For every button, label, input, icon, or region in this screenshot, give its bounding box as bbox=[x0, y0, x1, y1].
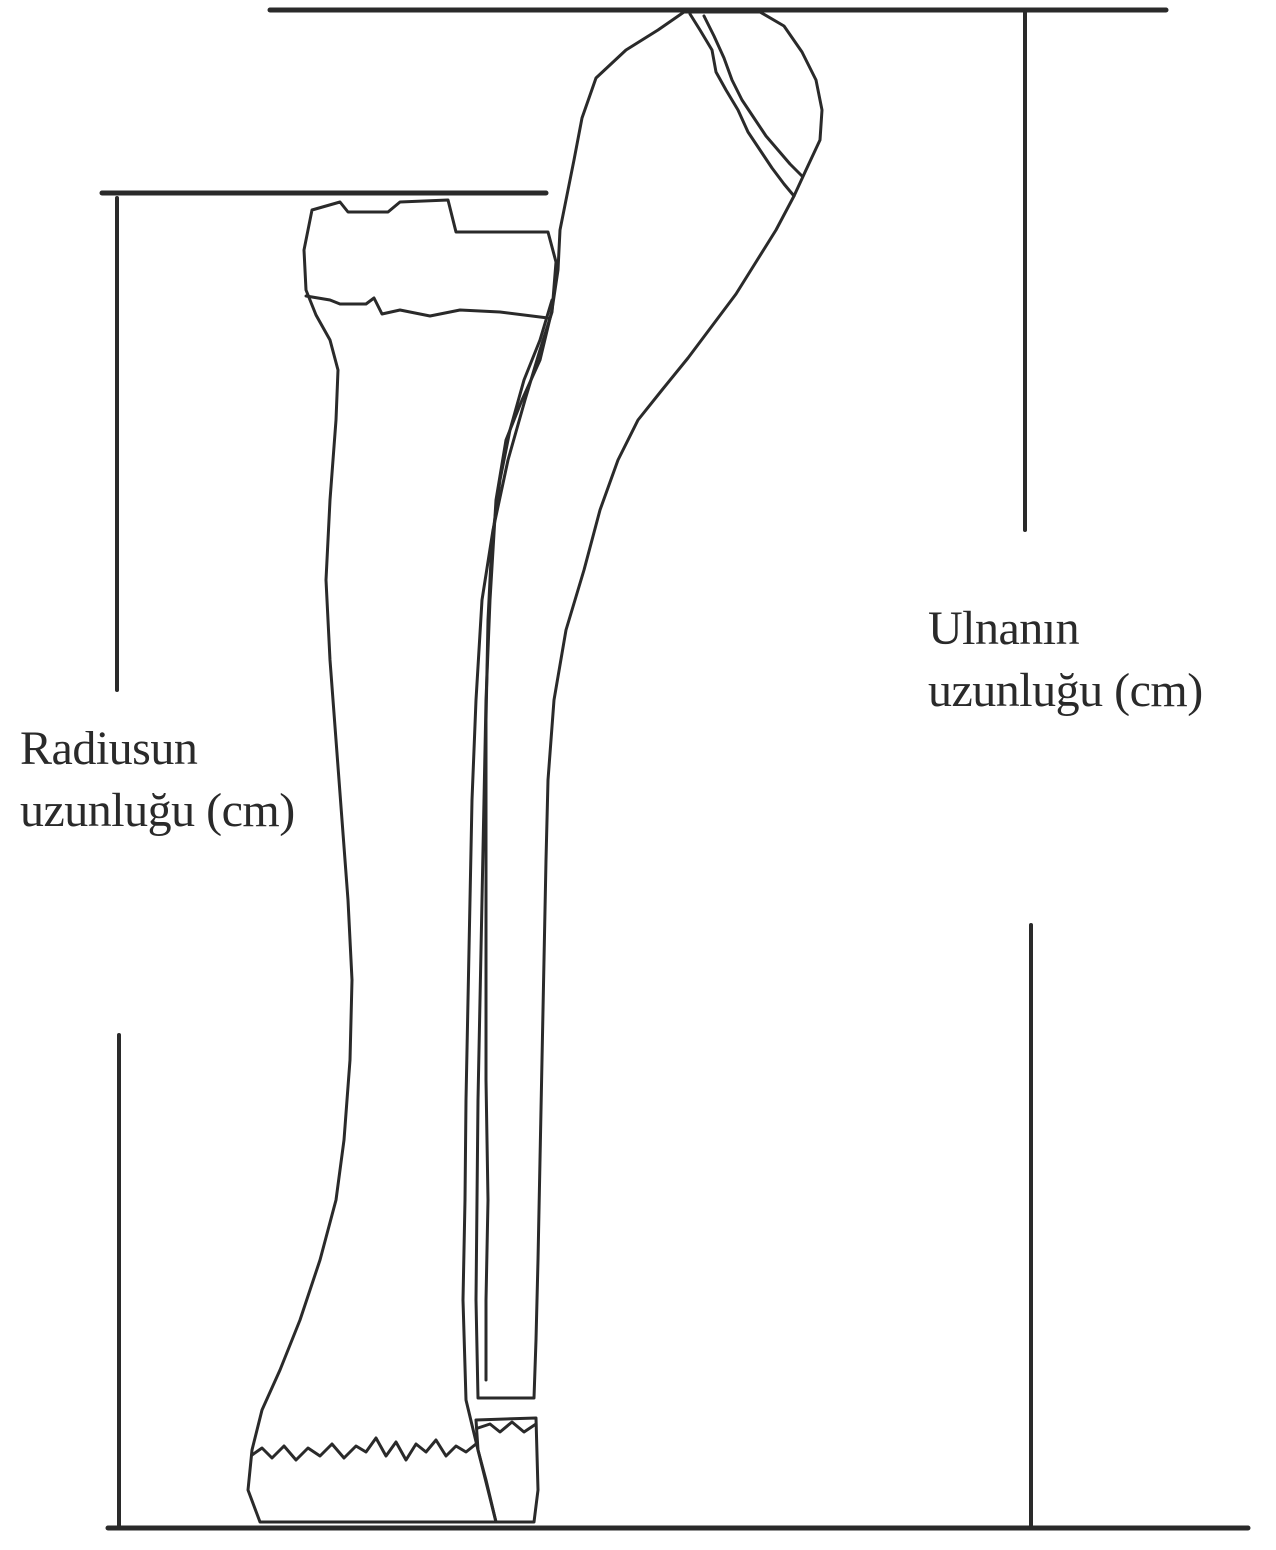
radius-label-line1: Radiusun bbox=[20, 718, 295, 780]
radius-length-label: Radiusun uzunluğu (cm) bbox=[20, 718, 295, 842]
ulna-label-line1: Ulnanın bbox=[928, 598, 1203, 660]
ulna-distal-epiphysis bbox=[476, 1418, 538, 1522]
ulna-bone-outline bbox=[476, 12, 822, 1398]
ulna-label-line2: uzunluğu (cm) bbox=[928, 660, 1203, 722]
ulna-olecranon-physis-inner bbox=[704, 16, 802, 176]
radius-proximal-physis bbox=[306, 296, 548, 318]
ulna-inner-cortex-line bbox=[486, 300, 552, 1380]
ulna-distal-physis bbox=[478, 1422, 536, 1432]
radius-label-line2: uzunluğu (cm) bbox=[20, 780, 295, 842]
ulna-length-label: Ulnanın uzunluğu (cm) bbox=[928, 598, 1203, 722]
ulna-olecranon-physis bbox=[690, 14, 794, 196]
radius-bone-outline bbox=[248, 200, 556, 1522]
radius-distal-physis bbox=[252, 1438, 476, 1460]
